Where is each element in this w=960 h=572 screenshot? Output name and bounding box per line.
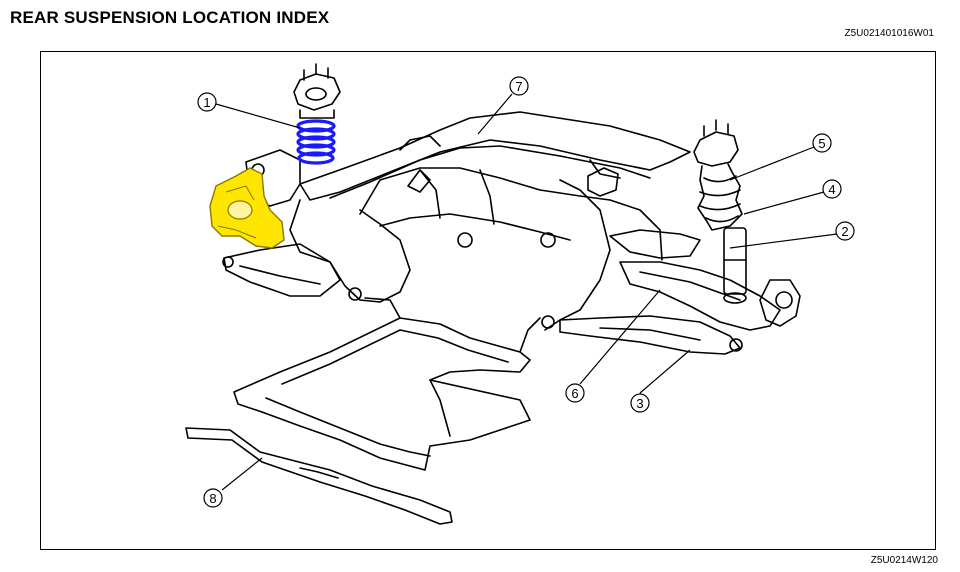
lower-brace [185,427,453,525]
leader-lines [215,93,838,491]
callout-circle-4 [822,179,842,199]
callout-circle-7 [509,76,529,96]
crossmember [289,111,691,331]
callout-label-1: 1 [203,95,210,110]
under-frame [233,297,541,471]
diagram-frame [40,51,936,550]
page-title: REAR SUSPENSION LOCATION INDEX [10,8,330,27]
right-shock-absorber [693,119,747,304]
leader-6 [579,289,661,385]
callout-label-2: 2 [841,224,848,239]
leader-3 [639,349,691,394]
leader-7 [477,93,513,135]
callout-circle-3 [630,393,650,413]
leader-2 [729,233,838,249]
right-lower-arm [559,229,801,355]
callout-circle-6 [565,383,585,403]
callout-label-5: 5 [818,136,825,151]
callout-circle-5 [812,133,832,153]
left-lower-arm [222,149,341,297]
figure-reference-bottom: Z5U0214W120 [870,555,938,566]
callout-circle-2 [835,221,855,241]
callout-circle-1 [197,92,217,112]
callout-label-6: 6 [571,386,578,401]
callout-label-7: 7 [515,79,522,94]
coil-spring-highlight [296,119,336,165]
figure-reference-top: Z5U021401016W01 [844,28,934,39]
knuckle-highlight [209,167,285,249]
right-mount-bracket [407,167,619,197]
callout-label-8: 8 [209,491,216,506]
leader-5 [729,146,815,181]
callout-circle-8 [203,488,223,508]
left-shock-mount [293,63,341,119]
callout-label-3: 3 [636,396,643,411]
leader-4 [743,191,825,215]
callout-label-4: 4 [828,182,835,197]
leader-1 [215,103,301,129]
leader-8 [221,457,263,491]
